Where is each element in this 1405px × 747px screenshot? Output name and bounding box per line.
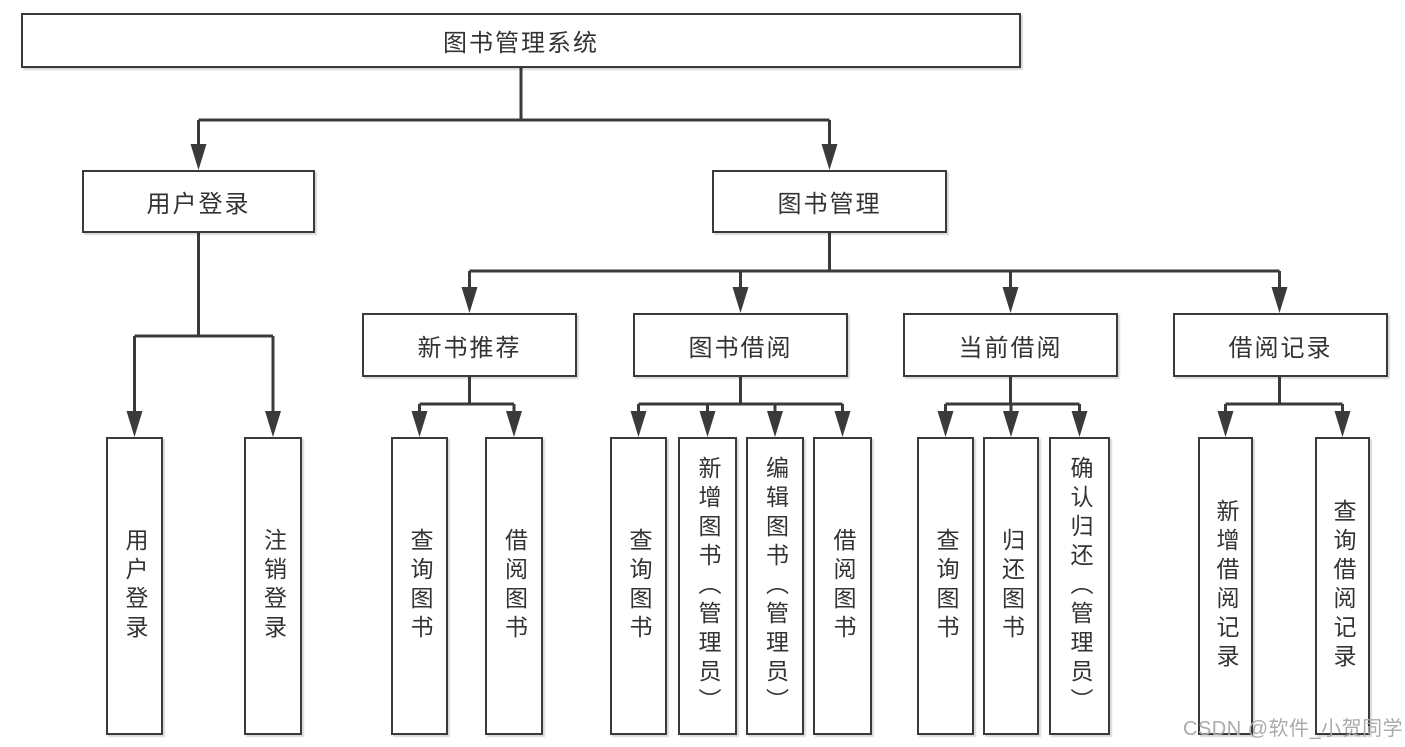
node-book-management: 图书管理 bbox=[712, 170, 947, 233]
arrow-down-icon bbox=[190, 144, 207, 170]
arrow-down-icon bbox=[1071, 411, 1088, 437]
connector-bookmgmt-to-level3 bbox=[468, 233, 1281, 295]
leaf-user-login: 用户登录 bbox=[106, 437, 163, 735]
arrow-down-icon bbox=[767, 411, 783, 437]
arrow-down-icon bbox=[937, 411, 954, 437]
node-user-login: 用户登录 bbox=[82, 170, 315, 233]
arrow-down-icon bbox=[265, 411, 281, 437]
arrow-down-icon bbox=[411, 411, 428, 437]
arrow-down-icon bbox=[821, 144, 838, 170]
csdn-watermark: CSDN @软件_小贺同学 bbox=[1183, 718, 1404, 740]
leaf-query-borrow-record: 查询借阅记录 bbox=[1315, 437, 1370, 735]
node-new-book-recommend: 新书推荐 bbox=[362, 313, 577, 377]
leaf-edit-books-admin: 编辑图书（管理员） bbox=[746, 437, 804, 735]
leaf-recommend-query-books: 查询图书 bbox=[391, 437, 448, 735]
leaf-confirm-return-admin: 确认归还（管理员） bbox=[1049, 437, 1110, 735]
leaf-recommend-borrow-books: 借阅图书 bbox=[485, 437, 543, 735]
arrow-down-icon bbox=[834, 411, 851, 437]
connector-records-to-leaves bbox=[1224, 377, 1344, 419]
connector-newbooks-to-leaves bbox=[418, 377, 516, 419]
arrow-down-icon bbox=[630, 411, 647, 437]
connector-userlogin-to-leaves bbox=[133, 233, 275, 419]
connector-borrowing-to-leaves bbox=[637, 377, 844, 419]
arrow-down-icon bbox=[699, 411, 716, 437]
node-book-borrowing: 图书借阅 bbox=[633, 313, 848, 377]
arrow-down-icon bbox=[1217, 411, 1234, 437]
node-library-system: 图书管理系统 bbox=[21, 13, 1021, 68]
arrow-down-icon bbox=[1003, 411, 1019, 437]
leaf-logout: 注销登录 bbox=[244, 437, 302, 735]
arrow-down-icon bbox=[1002, 287, 1019, 313]
leaf-return-books: 归还图书 bbox=[983, 437, 1039, 735]
connector-root-to-level2 bbox=[197, 68, 831, 152]
leaf-add-borrow-record: 新增借阅记录 bbox=[1198, 437, 1253, 735]
node-borrowing-records: 借阅记录 bbox=[1173, 313, 1388, 377]
arrow-down-icon bbox=[732, 287, 749, 313]
leaf-borrow-books: 借阅图书 bbox=[813, 437, 872, 735]
node-current-borrowing: 当前借阅 bbox=[903, 313, 1118, 377]
arrow-down-icon bbox=[506, 411, 522, 437]
arrow-down-icon bbox=[126, 411, 143, 437]
leaf-current-query-books: 查询图书 bbox=[917, 437, 974, 735]
leaf-borrowing-query-books: 查询图书 bbox=[610, 437, 667, 735]
arrow-down-icon bbox=[461, 287, 478, 313]
leaf-add-books-admin: 新增图书（管理员） bbox=[678, 437, 737, 735]
arrow-down-icon bbox=[1271, 287, 1288, 313]
arrow-down-icon bbox=[1334, 411, 1351, 437]
